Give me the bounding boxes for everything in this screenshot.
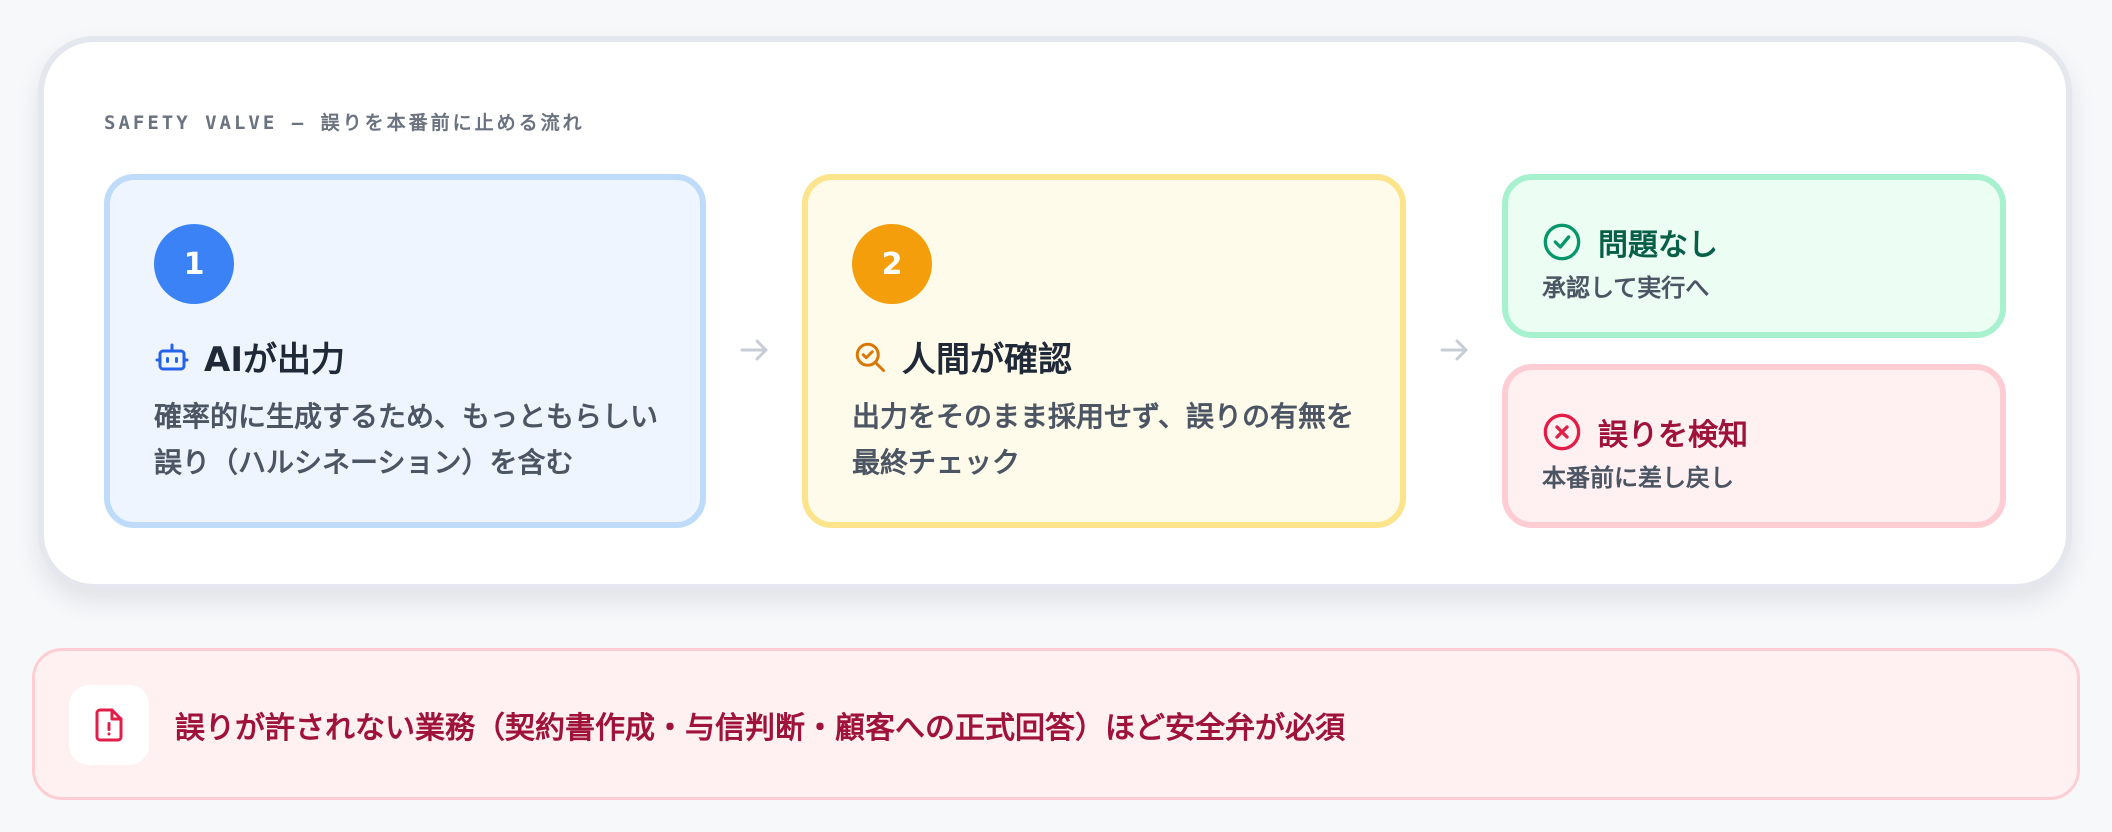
step-description: 確率的に生成するため、もっともらしい誤り（ハルシネーション）を含む [154,400,659,479]
robot-icon [154,339,190,375]
outcome-description: 本番前に差し戻し [1542,464,1734,492]
magnifier-check-icon [852,339,888,375]
outcome-ok: 問題なし 承認して実行へ [1502,174,2006,338]
outcome-title: 問題なし [1598,228,1718,263]
alert-document-icon [69,685,149,765]
step-title: AIが出力 [204,340,345,380]
step-description: 出力をそのまま採用せず、誤りの有無を最終チェック [852,400,1355,479]
flow-caption: SAFETY VALVE – 誤りを本番前に止める流れ [104,112,585,134]
step-ai-output: 1 AIが出力 確率的に生成するため、もっともらしい誤り（ハルシネーション）を含… [104,174,706,528]
warning-text: 誤りが許されない業務（契約書作成・与信判断・顧客への正式回答）ほど安全弁が必須 [175,711,1345,746]
check-circle-icon [1542,222,1582,262]
arrow-right-icon [736,332,772,372]
step-human-review: 2 人間が確認 出力をそのまま採用せず、誤りの有無を最終チェック [802,174,1406,528]
step-number-badge: 2 [852,224,932,304]
arrow-right-icon [1436,332,1472,372]
x-circle-icon [1542,412,1582,452]
outcome-description: 承認して実行へ [1542,274,1710,302]
step-number-badge: 1 [154,224,234,304]
step-title: 人間が確認 [902,340,1072,380]
outcome-title: 誤りを検知 [1598,418,1748,453]
warning-banner: 誤りが許されない業務（契約書作成・与信判断・顧客への正式回答）ほど安全弁が必須 [32,648,2080,800]
outcome-error-detected: 誤りを検知 本番前に差し戻し [1502,364,2006,528]
